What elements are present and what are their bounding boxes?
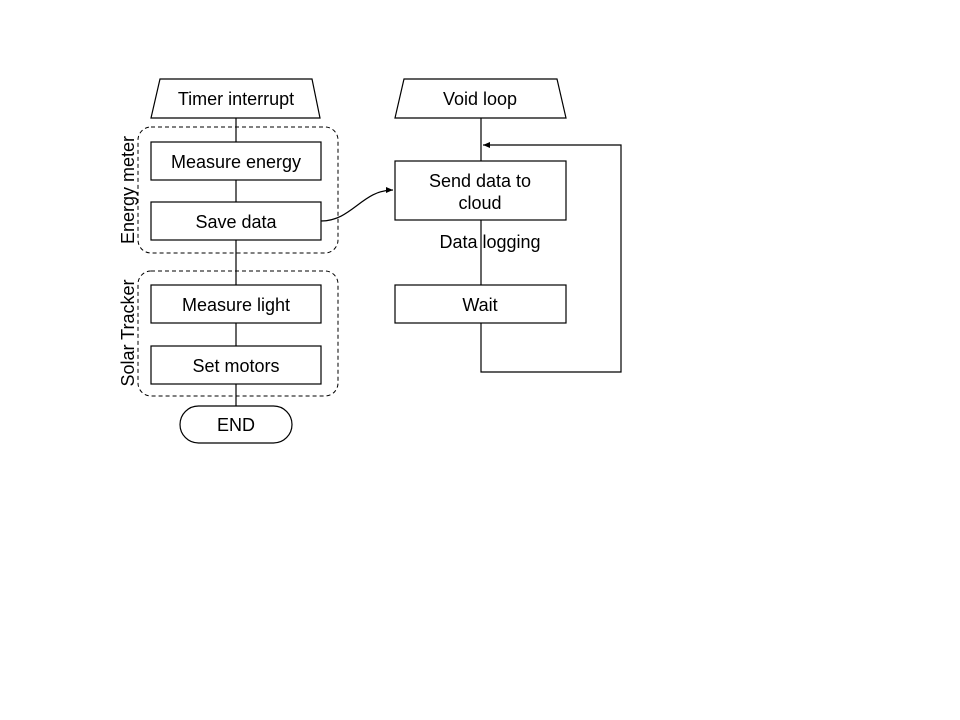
save-data-to-cloud-arrow	[320, 187, 394, 222]
save-data-node: Save data	[150, 201, 322, 241]
measure-light-label: Measure light	[182, 295, 290, 315]
timer-interrupt-node: Timer interrupt	[150, 78, 321, 119]
void-loop-label: Void loop	[443, 89, 517, 109]
end-node: END	[179, 405, 293, 444]
set-motors-label: Set motors	[192, 356, 279, 376]
save-data-label: Save data	[195, 212, 277, 232]
loop-back-arrow	[480, 142, 622, 373]
wait-label: Wait	[462, 295, 497, 315]
solar-tracker-group-frame	[137, 270, 339, 397]
send-data-node: Send data to cloud	[394, 160, 567, 221]
send-data-label-line2: cloud	[458, 193, 501, 213]
energy-meter-group-frame	[137, 126, 339, 254]
wait-node: Wait	[394, 284, 567, 324]
measure-light-node: Measure light	[150, 284, 322, 324]
data-logging-label: Data logging	[439, 232, 540, 252]
measure-energy-node: Measure energy	[150, 141, 322, 181]
send-data-label-line1: Send data to	[429, 171, 531, 191]
energy-meter-group-label: Energy meter	[118, 136, 138, 244]
set-motors-node: Set motors	[150, 345, 322, 385]
solar-tracker-group-label: Solar Tracker	[118, 279, 138, 386]
end-label: END	[217, 415, 255, 435]
measure-energy-label: Measure energy	[171, 152, 301, 172]
timer-interrupt-label: Timer interrupt	[178, 89, 294, 109]
void-loop-node: Void loop	[394, 78, 567, 119]
